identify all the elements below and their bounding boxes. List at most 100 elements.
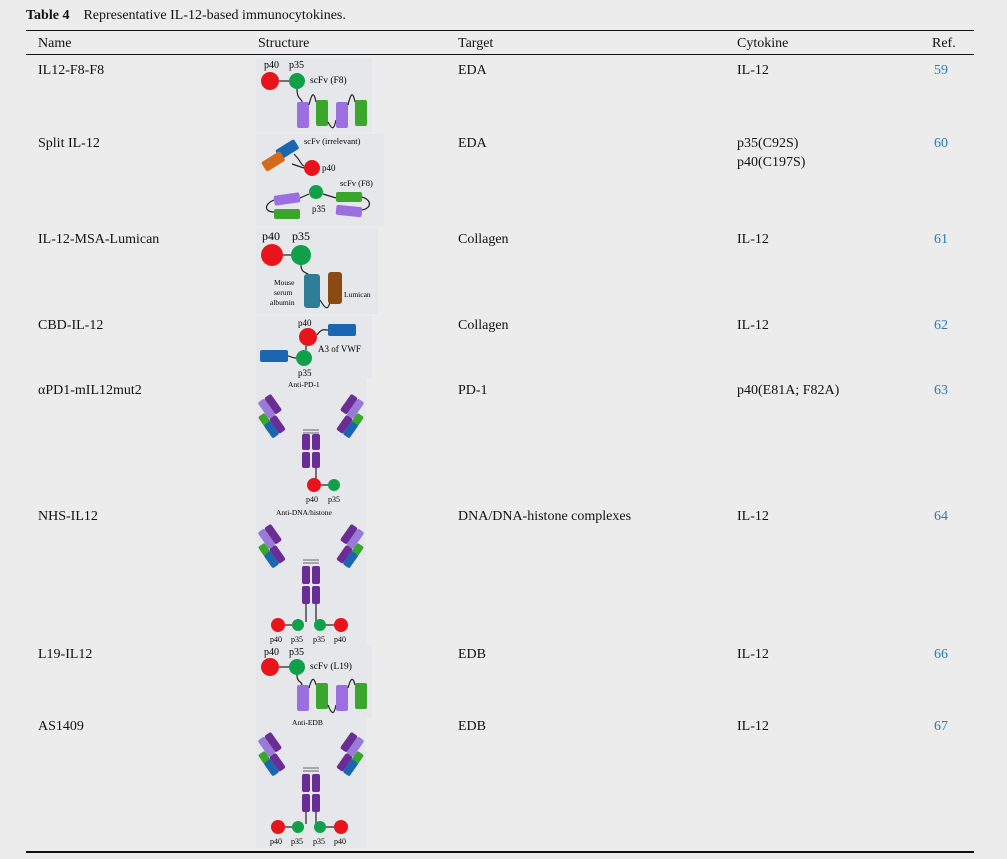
row-name: Split IL-12 (38, 136, 100, 151)
p35-label: p35 (289, 60, 304, 71)
p40-label: p40 (264, 647, 279, 658)
structure-diagram-il12-f8-f8: p40 p35 scFv (F8) (256, 58, 372, 132)
msa-label-line3: albumin (270, 298, 295, 307)
row-target: Collagen (458, 232, 509, 247)
row-ref-link[interactable]: 64 (934, 509, 948, 524)
row-ref-link[interactable]: 62 (934, 318, 948, 333)
p35-label: p35 (312, 204, 326, 214)
antibody-y-shape (258, 524, 364, 622)
structure-diagram-apd1-mil12mut2: Anti-PD-1 (256, 378, 366, 506)
row-ref-link[interactable]: 67 (934, 719, 948, 734)
table-bottom-rule (26, 851, 974, 853)
p35-label: p35 (328, 495, 340, 504)
scfv-irrelevant-label: scFv (irrelevant) (304, 136, 361, 146)
structure-diagram-il12-msa-lumican: p40 p35 Mouse serum albumin Lumican (256, 228, 378, 314)
row-target: EDA (458, 63, 487, 78)
header-ref: Ref. (932, 36, 956, 51)
row-target: Collagen (458, 318, 509, 333)
row-cytokine-line2: p40(C197S) (737, 155, 806, 170)
msa-domain (304, 274, 320, 308)
structure-diagram-nhs-il12: Anti-DNA/histone (256, 506, 366, 646)
p35-label: p35 (298, 368, 312, 378)
row-name: CBD-IL-12 (38, 318, 104, 333)
p40-subunit (271, 820, 285, 834)
p35-label: p35 (292, 229, 310, 243)
p40-label: p40 (270, 635, 282, 644)
p35-subunit (296, 350, 312, 366)
p35-subunit (291, 245, 311, 265)
row-ref-link[interactable]: 66 (934, 647, 948, 662)
p40-label: p40 (322, 163, 336, 173)
p40-label: p40 (334, 837, 346, 846)
row-cytokine: IL-12 (737, 232, 769, 247)
p35-label: p35 (291, 837, 303, 846)
p40-label: p40 (306, 495, 318, 504)
p40-subunit (334, 618, 348, 632)
lumican-domain (328, 272, 342, 304)
table-caption: Table 4 Representative IL-12-based immuno… (26, 8, 346, 24)
p35-subunit (289, 73, 305, 89)
row-name: NHS-IL12 (38, 509, 98, 524)
p40-subunit (304, 160, 320, 176)
scfv-label: scFv (F8) (310, 75, 347, 86)
p35-label: p35 (291, 635, 303, 644)
structure-diagram-as1409: Anti-EDB (256, 716, 366, 848)
scfv-domain (261, 151, 285, 172)
structure-diagram-cbd-il12: p40 A3 of VWF p35 (256, 316, 372, 378)
vl-domain (355, 100, 367, 126)
p40-subunit (261, 244, 283, 266)
msa-label-line2: serum (274, 288, 292, 297)
antibody-label: Anti-EDB (292, 718, 323, 727)
row-ref-link[interactable]: 63 (934, 383, 948, 398)
p35-subunit (292, 821, 304, 833)
a3-domain (260, 350, 288, 362)
p40-subunit (307, 478, 321, 492)
p35-subunit (292, 619, 304, 631)
msa-label-line1: Mouse (274, 278, 295, 287)
table-title: Representative IL-12-based immunocytokin… (83, 8, 346, 23)
row-name: L19-IL12 (38, 647, 93, 662)
p40-label: p40 (298, 318, 312, 328)
p35-subunit (289, 659, 305, 675)
row-ref-link[interactable]: 61 (934, 232, 948, 247)
p40-subunit (299, 328, 317, 346)
p40-subunit (261, 658, 279, 676)
header-structure: Structure (258, 36, 310, 51)
row-target: DNA/DNA-histone complexes (458, 509, 632, 524)
vl-domain (336, 192, 362, 202)
vh-domain (335, 204, 363, 218)
p35-subunit (314, 821, 326, 833)
vh-domain (273, 192, 301, 206)
row-name: αPD1-mIL12mut2 (38, 383, 142, 398)
p35-label: p35 (289, 647, 304, 658)
row-ref-link[interactable]: 60 (934, 136, 948, 151)
table-label: Table 4 (26, 8, 70, 23)
p40-label: p40 (262, 229, 280, 243)
scfv-label: scFv (F8) (340, 178, 373, 188)
table-top-rule (26, 30, 974, 32)
row-cytokine: IL-12 (737, 318, 769, 333)
row-ref-link[interactable]: 59 (934, 63, 948, 78)
row-cytokine: IL-12 (737, 509, 769, 524)
table-header-rule (26, 54, 974, 55)
vl-domain (355, 683, 367, 709)
p35-subunit (309, 185, 323, 199)
row-target: EDB (458, 719, 486, 734)
header-cytokine: Cytokine (737, 36, 789, 51)
antibody-y-shape (258, 394, 364, 482)
scfv-label: scFv (L19) (310, 661, 352, 672)
p40-subunit (261, 72, 279, 90)
row-cytokine: p40(E81A; F82A) (737, 383, 840, 398)
p35-subunit (328, 479, 340, 491)
p40-label: p40 (270, 837, 282, 846)
antibody-label: Anti-DNA/histone (276, 508, 333, 517)
row-name: IL-12-MSA-Lumican (38, 232, 160, 247)
vh-domain (297, 685, 309, 711)
vh-domain (336, 102, 348, 128)
vh-domain (336, 685, 348, 711)
structure-diagram-split-il12: scFv (irrelevant) p40 scFv (F8) p35 (256, 134, 384, 226)
row-name: AS1409 (38, 719, 84, 734)
p35-subunit (314, 619, 326, 631)
row-name: IL12-F8-F8 (38, 63, 105, 78)
